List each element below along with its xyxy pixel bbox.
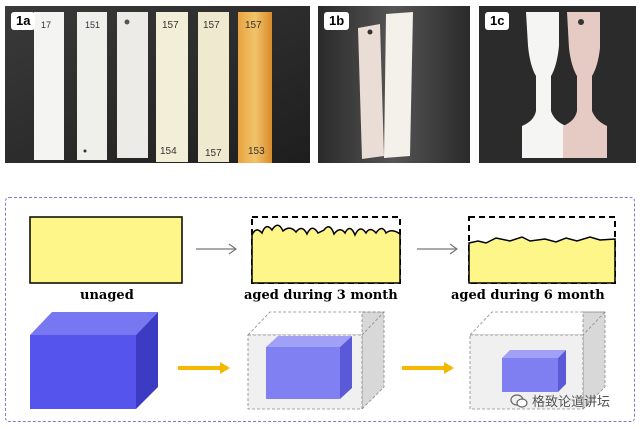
arrow-right-icon	[402, 362, 454, 374]
strip-4-label: 157	[162, 20, 179, 31]
strip-6-label: 157	[245, 20, 262, 31]
eroded-block-3m	[251, 224, 401, 284]
strip-1-label: 17	[41, 20, 51, 30]
watermark-text: 格致论道讲坛	[532, 395, 611, 410]
strip-right	[384, 12, 413, 158]
panel-tag: 1c	[485, 12, 510, 30]
unaged-block	[29, 216, 183, 284]
strip-4-bottom-label: 154	[160, 146, 177, 157]
panel-tag: 1b	[324, 12, 350, 30]
photo-panel-1b: 1b	[318, 6, 470, 163]
specimen-white	[522, 12, 566, 158]
dogbone-specimens-photo	[479, 6, 636, 163]
strip-5-label: 157	[203, 20, 220, 31]
stage-label-6-month: aged during 6 month	[451, 288, 605, 303]
unaged-cube	[30, 312, 158, 409]
cube-6-month	[469, 311, 606, 410]
strip-2	[77, 12, 107, 160]
specimen-pink	[563, 12, 607, 158]
arrow-right-icon	[417, 243, 459, 255]
strip-1	[34, 12, 64, 160]
strip-6-bottom-label: 153	[248, 146, 265, 157]
strip-2-label: 151	[85, 20, 100, 30]
strips-photo: 17 151 157 157 157 154 157 153	[5, 6, 310, 163]
strip-6	[238, 12, 272, 163]
bent-strips-photo	[318, 6, 470, 163]
stage-label-unaged: unaged	[80, 288, 134, 303]
eroded-block-6m	[468, 236, 616, 284]
arrow-right-icon	[178, 362, 230, 374]
strip-5	[198, 12, 229, 162]
wechat-icon	[510, 393, 528, 408]
photo-panel-1a: 17 151 157 157 157 154 157 153 1a	[5, 6, 310, 163]
cube-3-month	[247, 311, 385, 410]
strip-5-bottom-label: 157	[205, 148, 222, 159]
arrow-right-icon	[196, 243, 238, 255]
watermark: 格致论道讲坛	[510, 391, 610, 410]
strip-4	[156, 12, 188, 162]
strip-left	[358, 24, 384, 159]
panel-tag: 1a	[11, 12, 36, 30]
stage-label-3-month: aged during 3 month	[244, 288, 398, 303]
photo-panel-1c: 1c	[479, 6, 636, 163]
strip-3	[117, 12, 148, 158]
degradation-diagram	[5, 197, 635, 422]
